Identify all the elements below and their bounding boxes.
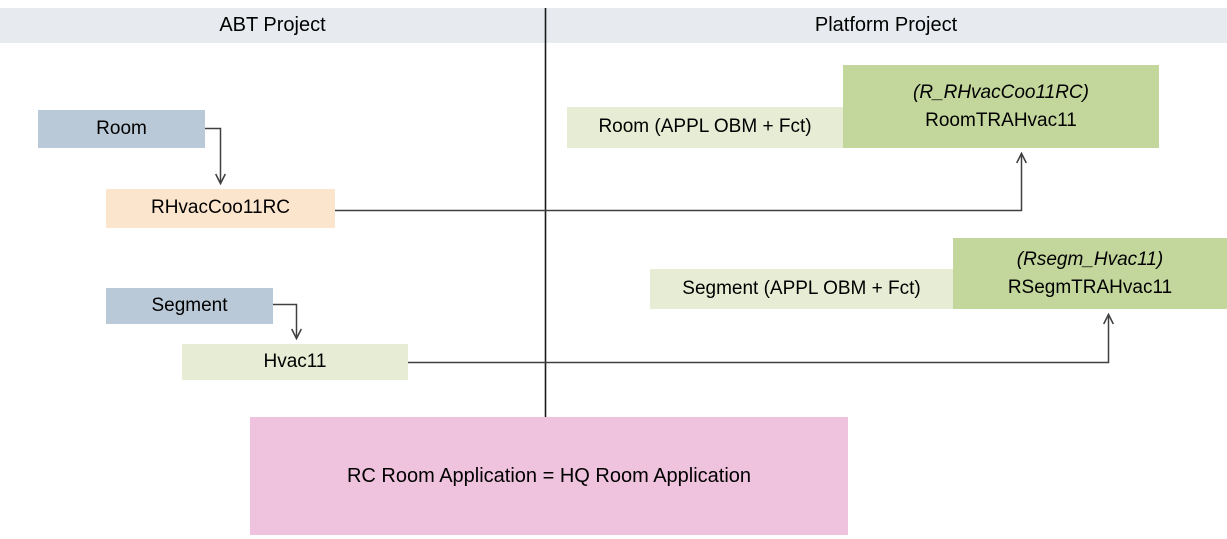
node-room: Room — [38, 110, 205, 148]
node-segment: Segment — [106, 288, 273, 324]
node-room-appl-label: Room (APPL OBM + Fct) — [598, 116, 812, 138]
node-rsegmtrahvac11-label: RSegmTRAHvac11 — [1007, 276, 1173, 298]
connector-room-to-rhvaccoo11rc — [205, 127, 221, 184]
node-rsegmtrahvac11: (Rsegm_Hvac11) RSegmTRAHvac11 — [953, 238, 1227, 309]
node-roomtrahvac11-alias: (R_RHvacCoo11RC) — [913, 81, 1089, 103]
column-header-platform-label: Platform Project — [814, 14, 958, 36]
node-hvac11-label: Hvac11 — [263, 350, 327, 372]
node-segment-appl-obm-fct: Segment (APPL OBM + Fct) — [650, 269, 953, 309]
node-room-appl-obm-fct: Room (APPL OBM + Fct) — [567, 107, 843, 148]
node-segment-appl-label: Segment (APPL OBM + Fct) — [682, 277, 921, 299]
node-rsegmtrahvac11-alias: (Rsegm_Hvac11) — [1016, 248, 1164, 270]
column-header-abt-project: ABT Project — [0, 8, 545, 43]
node-roomtrahvac11-label: RoomTRAHvac11 — [925, 109, 1077, 131]
node-room-label: Room — [96, 117, 147, 139]
column-header-abt-label: ABT Project — [219, 14, 326, 36]
note-rc-room-application: RC Room Application = HQ Room Applicatio… — [250, 417, 848, 535]
node-rhvaccoo11rc: RHvacCoo11RC — [106, 189, 335, 228]
connector-segment-to-hvac11 — [273, 303, 297, 339]
node-segment-label: Segment — [151, 294, 228, 316]
node-roomtrahvac11: (R_RHvacCoo11RC) RoomTRAHvac11 — [843, 65, 1159, 148]
column-header-band: ABT Project Platform Project — [0, 8, 1227, 43]
node-hvac11: Hvac11 — [182, 344, 408, 380]
column-header-platform-project: Platform Project — [545, 8, 1227, 43]
connector-rhvaccoo11rc-to-roomtrahvac11 — [335, 154, 1022, 212]
connector-hvac11-to-rsegmtrahvac11 — [408, 315, 1109, 364]
note-label: RC Room Application = HQ Room Applicatio… — [346, 465, 752, 487]
node-rhvaccoo11rc-label: RHvacCoo11RC — [150, 197, 291, 219]
